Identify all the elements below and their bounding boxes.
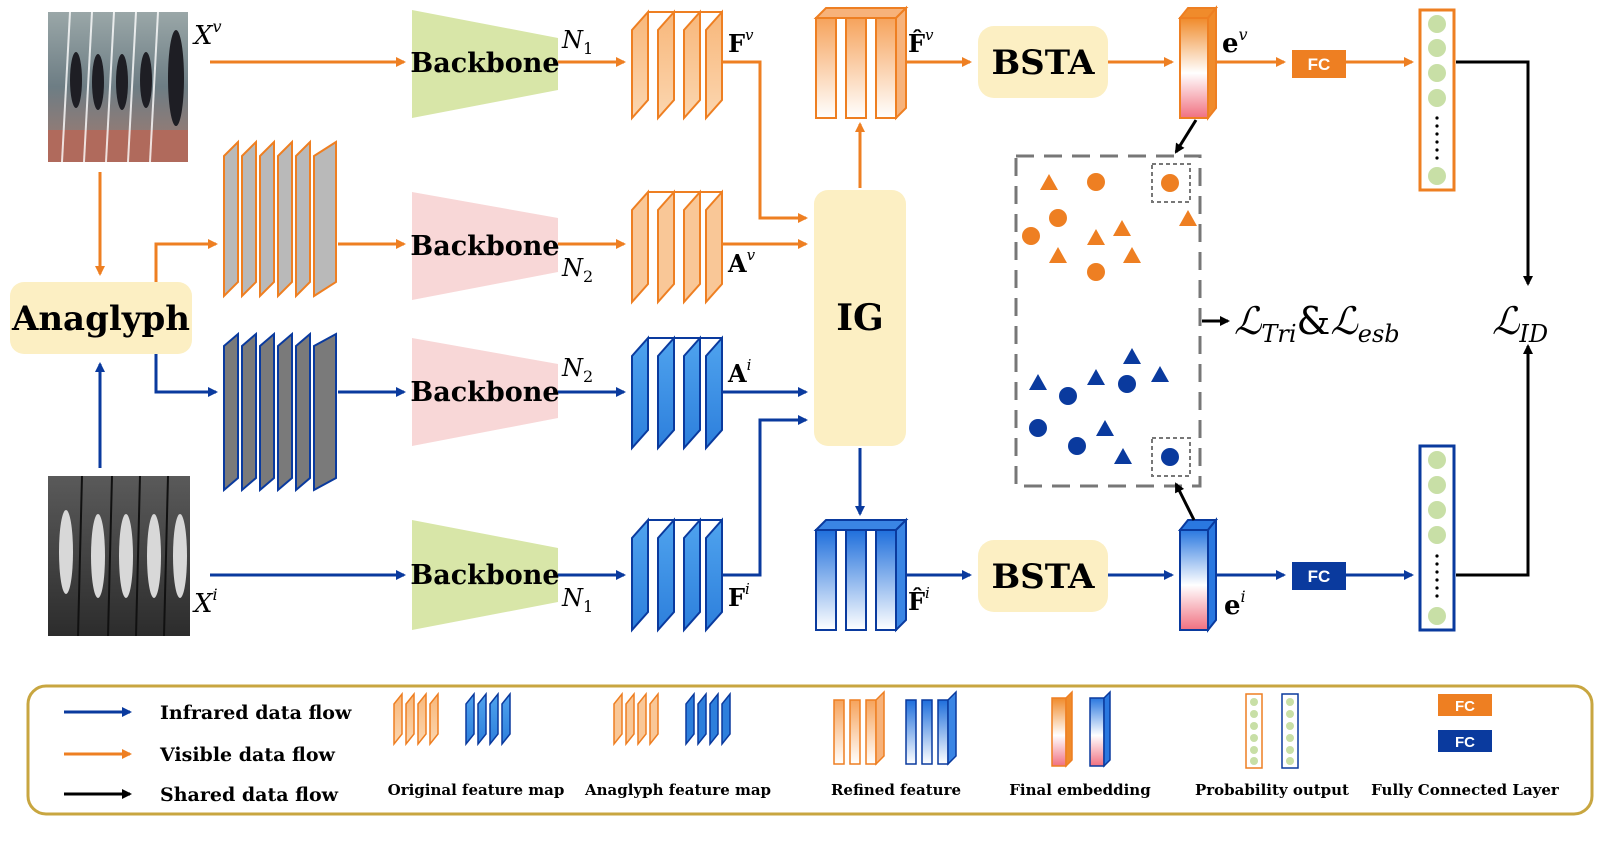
legend-refined-feature: Refined feature [831, 781, 961, 799]
legend-probability-output-icon [1245, 693, 1299, 769]
embedding-space [1014, 154, 1202, 488]
n1-bottom-label: N1 [561, 584, 593, 616]
backbone-visible [412, 10, 558, 118]
ev-label: ev [1222, 25, 1248, 59]
legend-fc-blue-label: FC [1455, 734, 1475, 751]
visible-flow-arrows [95, 57, 1414, 282]
visible-image-sequence [48, 11, 188, 163]
anaglyph-visible-stack [223, 139, 337, 299]
legend-final-embedding: Final embedding [1009, 781, 1151, 799]
fc-top-box [1292, 50, 1346, 78]
legend-shared-flow: Shared data flow [160, 784, 339, 806]
backbone-anaglyph-visible-label: Backbone [410, 231, 559, 262]
feature-map-Ai [631, 335, 723, 451]
Ai-label: Ai [727, 356, 752, 388]
legend-original-feature-icon [393, 691, 511, 747]
id-loss-label: ℒID [1492, 299, 1548, 348]
xi-label: Xi [192, 585, 218, 619]
anaglyph-module [10, 282, 192, 354]
backbone-anaglyph-infrared [412, 338, 558, 446]
legend-fc-blue-box [1438, 730, 1492, 752]
refined-feature-Fhat-v [813, 5, 909, 121]
backbone-visible-label: Backbone [410, 48, 559, 79]
feature-map-Av [631, 189, 723, 305]
legend-fc-orange-label: FC [1455, 698, 1475, 715]
backbone-anaglyph-infrared-label: Backbone [410, 377, 559, 408]
legend-anaglyph-feature-map: Anaglyph feature map [584, 781, 771, 799]
Fi-label: Fi [728, 580, 750, 612]
n2-low-label: N2 [561, 354, 593, 386]
infrared-image-sequence [48, 475, 190, 637]
n2-mid-label: N2 [561, 254, 593, 286]
xv-label: Xv [192, 17, 222, 51]
infrared-flow-arrows [95, 354, 1414, 580]
Fhat-i-label: F̂i [908, 584, 930, 616]
legend-fully-connected-layer: Fully Connected Layer [1371, 781, 1560, 799]
ig-label: IG [836, 297, 884, 339]
legend-visible-flow: Visible data flow [159, 744, 336, 766]
anaglyph-infrared-stack [223, 331, 337, 493]
ig-module [814, 190, 906, 446]
probability-output-infrared [1418, 444, 1456, 632]
legend-final-embedding-icon [1051, 690, 1111, 768]
anaglyph-label: Anaglyph [11, 299, 190, 339]
legend-original-feature-map: Original feature map [388, 781, 565, 799]
backbone-infrared-label: Backbone [410, 560, 559, 591]
shared-flow-arrows [1174, 60, 1533, 577]
embedding-ev [1177, 5, 1219, 121]
bsta-top-module [978, 26, 1108, 98]
backbone-anaglyph-visible [412, 192, 558, 300]
legend-anaglyph-feature-icon [613, 691, 731, 747]
embedding-ei [1177, 517, 1219, 633]
n1-top-label: N1 [561, 26, 593, 58]
bsta-bottom-module [978, 540, 1108, 612]
bsta-top-label: BSTA [991, 43, 1095, 83]
feature-map-Fv [631, 9, 723, 121]
Av-label: Av [727, 246, 756, 278]
feature-map-Fi [631, 517, 723, 633]
Fv-label: Fv [728, 26, 754, 58]
fc-top-label: FC [1308, 55, 1331, 74]
tri-esb-loss-label: ℒTri&ℒesb [1234, 299, 1400, 348]
backbone-infrared [412, 520, 558, 630]
fc-bottom-label: FC [1308, 567, 1331, 586]
legend-fc-orange-box [1438, 694, 1492, 716]
legend-probability-output: Probability output [1195, 781, 1349, 799]
legend-infrared-flow: Infrared data flow [160, 702, 352, 724]
ei-label: ei [1224, 587, 1246, 621]
refined-feature-Fhat-i [813, 517, 909, 633]
legend-refined-feature-icon [833, 690, 957, 766]
fc-bottom-box [1292, 562, 1346, 590]
Fhat-v-label: F̂v [908, 26, 934, 58]
probability-output-visible [1418, 8, 1456, 192]
bsta-bottom-label: BSTA [991, 557, 1095, 597]
